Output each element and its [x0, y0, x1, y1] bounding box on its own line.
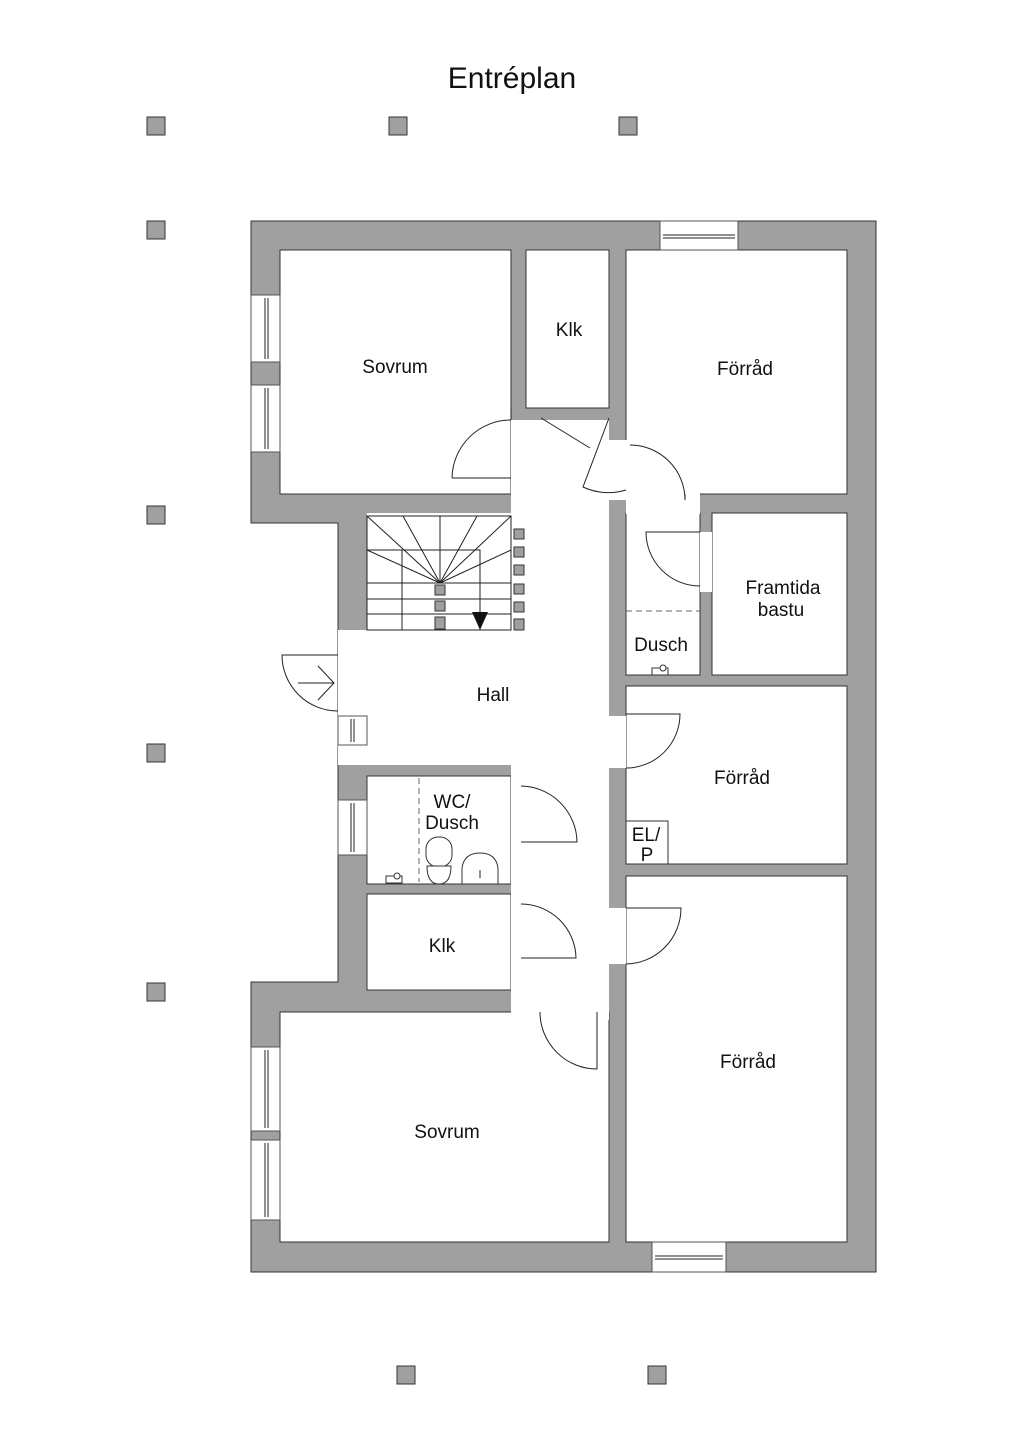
sink-icon: [461, 852, 499, 885]
door-bastu: [645, 531, 701, 587]
label-klk-top: Klk: [556, 320, 583, 341]
grid-markers: [146, 116, 667, 1385]
stair-direction-arrow-icon: [472, 612, 488, 630]
window: [651, 1241, 727, 1273]
label-hall: Hall: [477, 685, 510, 706]
label-forrad-bottom: Förråd: [720, 1052, 776, 1073]
label-sovrum-top: Sovrum: [362, 357, 427, 378]
door-forrad-bottom: [625, 907, 682, 965]
plan-title: Entréplan: [448, 62, 576, 95]
doors: [281, 417, 701, 1070]
grid-marker: [146, 116, 166, 136]
door-forrad-top: [582, 417, 627, 494]
room-hall: [338, 408, 712, 1020]
windows: [250, 220, 739, 1273]
room-sovrum-top: [279, 249, 512, 495]
label-bastu: bastu: [758, 600, 804, 621]
faucet-icon: [385, 872, 403, 884]
staircase: [366, 515, 525, 631]
faucet-icon: [651, 664, 669, 676]
electrical-panel: [625, 820, 669, 865]
grid-marker: [146, 982, 166, 1002]
door-entrance[interactable]: [281, 654, 339, 712]
grid-marker: [396, 1365, 416, 1385]
grid-marker: [146, 743, 166, 763]
window: [337, 715, 368, 746]
grid-marker: [618, 116, 638, 136]
label-el: EL/: [632, 825, 661, 846]
door-forrad-mid: [625, 713, 681, 769]
label-forrad-top: Förråd: [717, 359, 773, 380]
entrance-arrow-icon: [298, 665, 335, 701]
room-forrad-bottom: [625, 875, 848, 1243]
door-wc: [520, 785, 578, 843]
door-dusch-area: [629, 444, 686, 501]
grid-marker: [146, 220, 166, 240]
label-wc: WC/: [434, 792, 472, 813]
door-klk-bottom: [520, 903, 577, 959]
room-klk-bottom: [366, 893, 512, 991]
room-klk-top: [525, 249, 610, 409]
grid-marker: [146, 505, 166, 525]
grid-marker: [647, 1365, 667, 1385]
label-p: P: [641, 845, 654, 866]
label-klk-bottom: Klk: [429, 936, 456, 957]
window: [337, 799, 368, 856]
toilet-icon: [425, 836, 453, 885]
door-sovrum-top: [451, 419, 512, 479]
room-framtida-bastu: [711, 512, 848, 676]
door-klk-top: [540, 417, 591, 449]
fixtures: [385, 610, 700, 885]
grid-marker: [388, 116, 408, 136]
label-forrad-mid: Förråd: [714, 768, 770, 789]
label-dusch: Dusch: [634, 635, 688, 656]
door-sovrum-bottom: [539, 1011, 598, 1070]
label-framtida: Framtida: [746, 578, 821, 599]
room-dusch: [625, 512, 701, 676]
label-sovrum-bottom: Sovrum: [414, 1122, 479, 1143]
label-wc-dusch: Dusch: [425, 813, 479, 834]
